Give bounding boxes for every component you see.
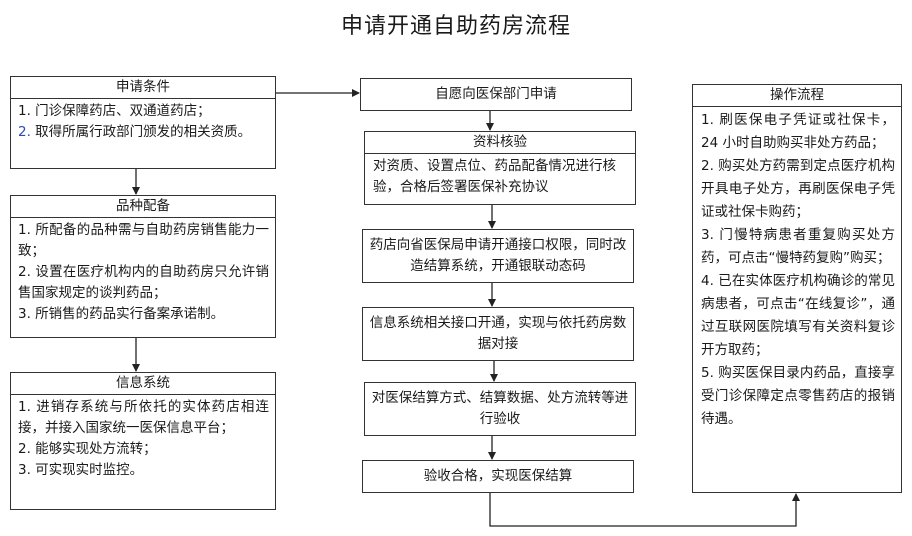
varieties-item: 3. 所销售的药品实行备案承诺制。 [18,306,225,322]
done-text: 验收合格，实现医保结算 [423,468,573,484]
varieties-box: 品种配备 1. 所配备的品种需与自助药房销售能力一致； 2. 设置在医疗机构内的… [10,195,276,338]
system-heading: 信息系统 [11,373,275,395]
operation-item: 3. 门慢特病患者重复购买处方药，可点击“慢特药复购”购买； [701,227,895,266]
operation-item: 4. 已在实体医疗机构确诊的常见病患者，可点击“在线复诊”，通过互联网医院填写有… [701,273,895,358]
system-item: 1. 进销存系统与所依托的实体药店相连接，并接入国家统一医保信息平台； [18,399,269,436]
conditions-item: 2. 取得所属行政部门颁发的相关资质。 [18,124,252,140]
operation-item: 2. 购买处方药需到定点医疗机构开具电子处方，再刷医保电子凭证或社保卡购药； [701,158,895,220]
varieties-item: 2. 设置在医疗机构内的自助药房只允许销售国家规定的谈判药品； [18,264,269,301]
review-heading: 资料核验 [365,132,635,154]
done-box: 验收合格，实现医保结算 [362,460,634,493]
interface-open-text: 信息系统相关接口开通，实现与依托药房数据对接 [369,315,627,352]
review-box: 资料核验 对资质、设置点位、药品配备情况进行核验，合格后签署医保补充协议 [364,131,636,205]
interface-apply-text: 药店向省医保局申请开通接口权限，同时改造结算系统，开通银联动态码 [369,237,627,274]
apply-text: 自愿向医保部门申请 [435,86,557,102]
conditions-item: 1. 门诊保障药店、双通道药店； [18,103,211,119]
system-box: 信息系统 1. 进销存系统与所依托的实体药店相连接，并接入国家统一医保信息平台；… [10,372,276,510]
interface-open-box: 信息系统相关接口开通，实现与依托药房数据对接 [362,307,634,361]
acceptance-box: 对医保结算方式、结算数据、处方流转等进行验收 [364,382,636,436]
apply-box: 自愿向医保部门申请 [360,78,632,111]
conditions-heading: 申请条件 [11,77,275,99]
system-item: 2. 能够实现处方流转； [18,441,157,457]
item-number: 2. [18,124,31,140]
operation-item: 5. 购买医保目录内药品，直接享受门诊保障定点零售药店的报销待遇。 [701,365,895,427]
arrow-done-to-operation [489,493,800,527]
varieties-heading: 品种配备 [11,196,275,218]
conditions-box: 申请条件 1. 门诊保障药店、双通道药店； 2. 取得所属行政部门颁发的相关资质… [10,76,276,169]
operation-item: 1. 刷医保电子凭证或社保卡，24 小时自助购买非处方药品； [701,112,895,151]
system-item: 3. 可实现实时监控。 [18,462,144,478]
operation-heading: 操作流程 [770,87,824,103]
operation-box: 操作流程 1. 刷医保电子凭证或社保卡，24 小时自助购买非处方药品； 2. 购… [692,84,902,493]
varieties-item: 1. 所配备的品种需与自助药房销售能力一致； [18,222,269,259]
interface-apply-box: 药店向省医保局申请开通接口权限，同时改造结算系统，开通银联动态码 [362,229,634,283]
acceptance-text: 对医保结算方式、结算数据、处方流转等进行验收 [371,390,629,427]
review-text: 对资质、设置点位、药品配备情况进行核验，合格后签署医保补充协议 [373,158,616,195]
diagram-title: 申请开通自助药房流程 [340,14,571,39]
